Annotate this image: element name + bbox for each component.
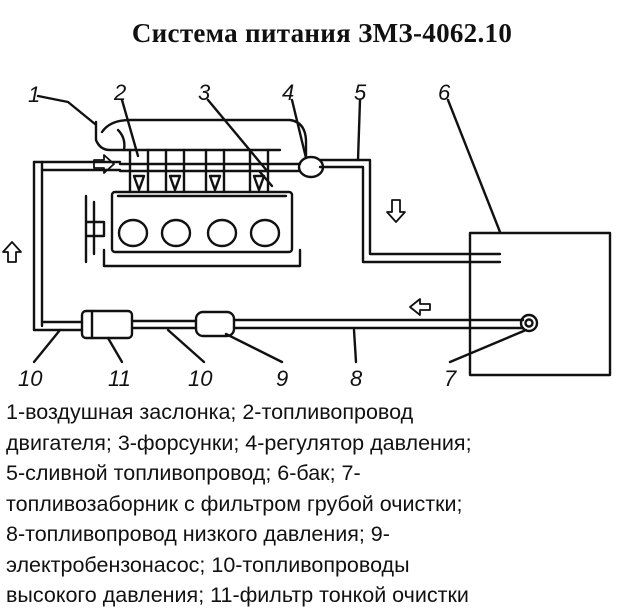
cylinders — [117, 218, 281, 248]
legend-line: двигателя; 3-форсунки; 4-регулятор давле… — [6, 430, 472, 455]
fuel-intake — [519, 313, 539, 333]
legend-line: топливозаборник с фильтром грубой очистк… — [6, 491, 463, 516]
flow-arrow-down — [386, 199, 406, 223]
legend-line: 5-сливной топливопровод; 6-бак; 7- — [6, 461, 361, 485]
legend-line: 8-топливопровод низкого давления; 9- — [6, 522, 390, 546]
page-title: Система питания ЗМЗ-4062.10 — [131, 18, 513, 48]
fuel-system-diagram: 1 2 3 4 5 6 10 11 10 9 8 7 — [2, 80, 612, 391]
callout-10-middle: 10 — [188, 366, 213, 391]
callout-3: 3 — [198, 80, 211, 105]
callout-7: 7 — [444, 366, 457, 391]
callout-8: 8 — [350, 366, 363, 391]
callout-1: 1 — [28, 82, 40, 107]
fuel-tank — [468, 231, 612, 377]
flow-arrow-right — [93, 154, 115, 174]
callout-5: 5 — [354, 80, 367, 105]
air-damper — [94, 120, 130, 152]
return-line — [318, 158, 502, 256]
callout-4: 4 — [282, 80, 294, 105]
callout-11: 11 — [108, 366, 131, 391]
flow-arrow-up — [2, 241, 22, 263]
legend-line: 1-воздушная заслонка; 2-топливопровод — [6, 400, 414, 424]
callout-9: 9 — [276, 366, 288, 391]
injectors — [128, 148, 274, 194]
legend-line: высокого давления; 11-фильтр тонкой очис… — [6, 583, 469, 607]
flow-arrow-left — [409, 298, 431, 316]
callout-6: 6 — [438, 80, 451, 105]
legend-line: электробензонасос; 10-топливопроводы — [6, 552, 410, 577]
callout-10-left: 10 — [18, 366, 43, 391]
legend: 1-воздушная заслонка; 2-топливопровод дв… — [6, 397, 642, 611]
engine-block — [110, 190, 294, 254]
fine-filter — [80, 309, 134, 340]
electric-fuel-pump — [194, 310, 236, 338]
cooling-fan — [84, 194, 106, 264]
pressure-regulator — [297, 155, 325, 179]
callout-2: 2 — [113, 80, 126, 105]
